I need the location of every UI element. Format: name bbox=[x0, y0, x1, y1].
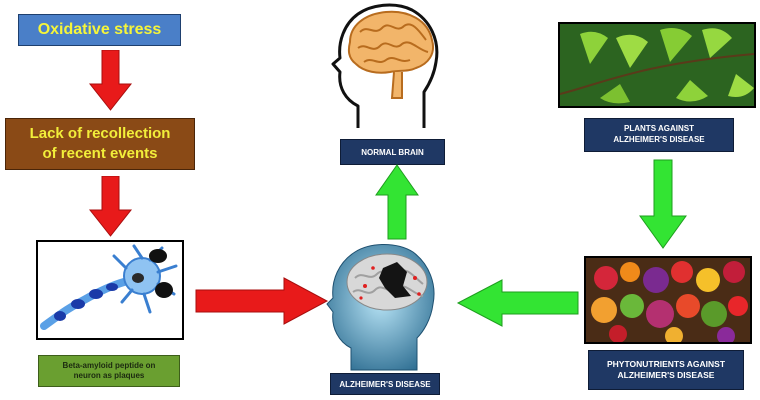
green-arrow-up bbox=[375, 164, 419, 240]
oxidative-stress-label: Oxidative stress bbox=[37, 21, 162, 38]
fruits-photo bbox=[584, 256, 752, 344]
red-arrow-right bbox=[195, 277, 329, 325]
beta-line-2: neuron as plaques bbox=[73, 371, 145, 380]
fruits-icon bbox=[586, 258, 750, 342]
green-arrow-down bbox=[639, 159, 687, 249]
lack-line-1: Lack of recollection bbox=[29, 124, 171, 142]
plants-line-2: ALZHEIMER'S DISEASE bbox=[613, 135, 705, 144]
lack-of-recollection-box: Lack of recollection of recent events bbox=[5, 118, 195, 170]
red-arrow-down-2 bbox=[88, 176, 133, 237]
normal-brain-box: NORMAL BRAIN bbox=[340, 139, 445, 165]
alzheimers-disease-box: ALZHEIMER'S DISEASE bbox=[330, 373, 440, 395]
alzheimers-disease-label: ALZHEIMER'S DISEASE bbox=[339, 379, 431, 389]
phyto-line-1: PHYTONUTRIENTS AGAINST bbox=[606, 358, 726, 369]
plants-line-1: PLANTS AGAINST bbox=[624, 124, 694, 134]
plants-against-box: PLANTS AGAINST ALZHEIMER'S DISEASE bbox=[584, 118, 734, 152]
ginkgo-photo bbox=[558, 22, 756, 108]
beta-amyloid-box: Beta-amyloid peptide on neuron as plaque… bbox=[38, 355, 180, 387]
brain-outline-icon bbox=[331, 3, 439, 128]
normal-brain-label: NORMAL BRAIN bbox=[361, 147, 424, 157]
oxidative-stress-box: Oxidative stress bbox=[18, 14, 181, 46]
lack-line-2: of recent events bbox=[42, 145, 158, 162]
neuron-image bbox=[36, 240, 184, 340]
phyto-line-2: ALZHEIMER'S DISEASE bbox=[617, 370, 715, 380]
phytonutrients-box: PHYTONUTRIENTS AGAINST ALZHEIMER'S DISEA… bbox=[588, 350, 744, 390]
ginkgo-leaves-icon bbox=[560, 24, 754, 106]
red-arrow-down-1 bbox=[88, 50, 133, 111]
beta-line-1: Beta-amyloid peptide on bbox=[62, 360, 156, 370]
neuron-icon bbox=[40, 244, 178, 330]
green-arrow-left bbox=[456, 279, 579, 327]
alzheimer-head-icon bbox=[326, 244, 435, 371]
